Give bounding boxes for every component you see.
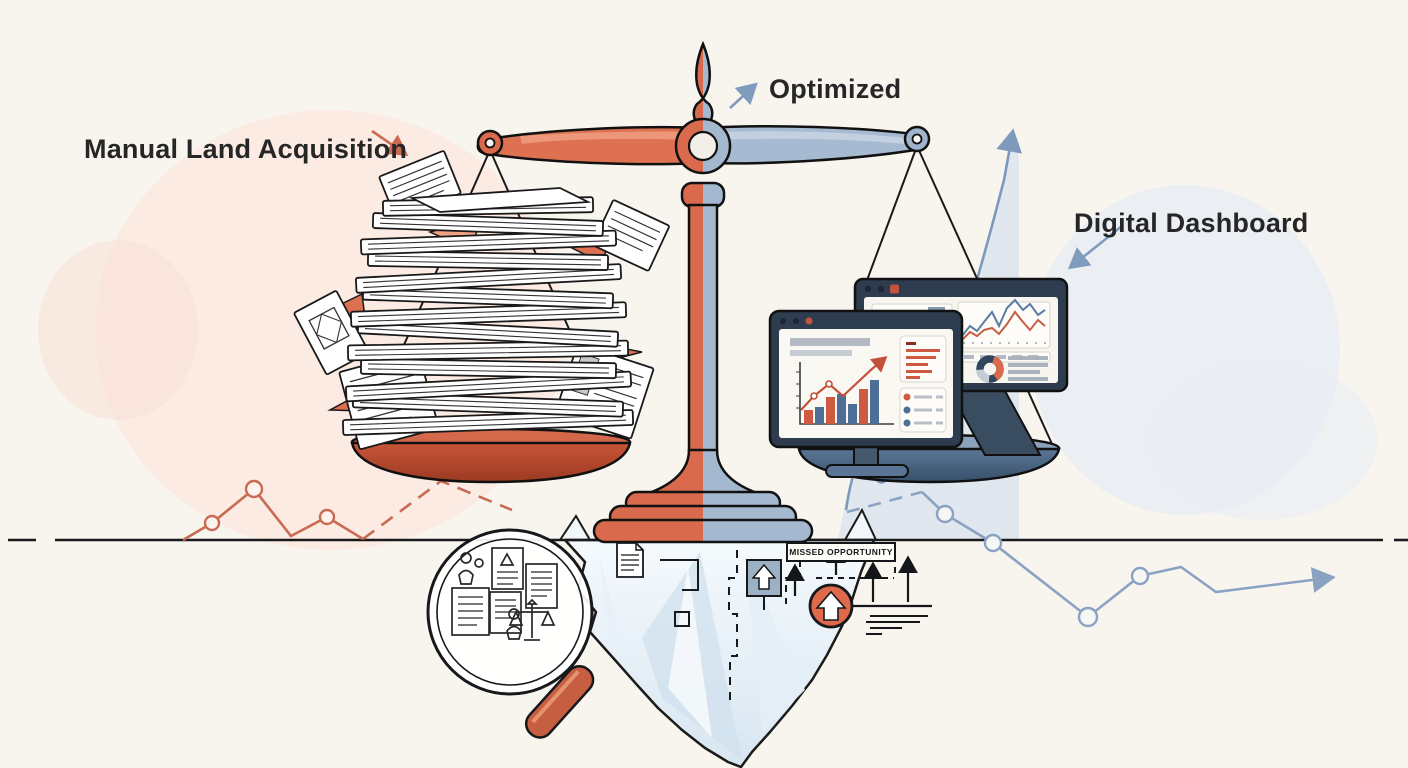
missed-opportunity-tag: MISSED OPPORTUNITY bbox=[786, 542, 896, 562]
up-arrow-box-icon bbox=[746, 559, 782, 610]
digital-dashboard-label: Digital Dashboard bbox=[1074, 208, 1309, 238]
up-arrow-badge-icon bbox=[808, 583, 854, 629]
callout-arrows bbox=[371, 82, 1123, 270]
bar-chart-icon bbox=[796, 356, 894, 425]
mini-scale-icon bbox=[508, 598, 556, 641]
manual-callout-arrow-icon bbox=[371, 129, 409, 156]
iceberg-annotations bbox=[616, 542, 932, 702]
manual-pan bbox=[350, 427, 632, 484]
opportunity-trend-line-icon bbox=[846, 490, 1336, 628]
digital-callout-arrow-icon bbox=[1067, 224, 1123, 270]
magnifier-icon bbox=[426, 528, 595, 739]
optimized-callout-arrow-icon bbox=[729, 82, 758, 109]
donut-chart-icon bbox=[976, 355, 1004, 383]
paper-stack-icon bbox=[293, 150, 670, 450]
document-icon bbox=[616, 542, 644, 578]
manual-land-acquisition-label: Manual Land Acquisition bbox=[84, 134, 408, 164]
monitor-dashboard-icon bbox=[768, 277, 1069, 478]
optimized-label: Optimized bbox=[769, 74, 902, 104]
front-monitor bbox=[768, 309, 964, 478]
